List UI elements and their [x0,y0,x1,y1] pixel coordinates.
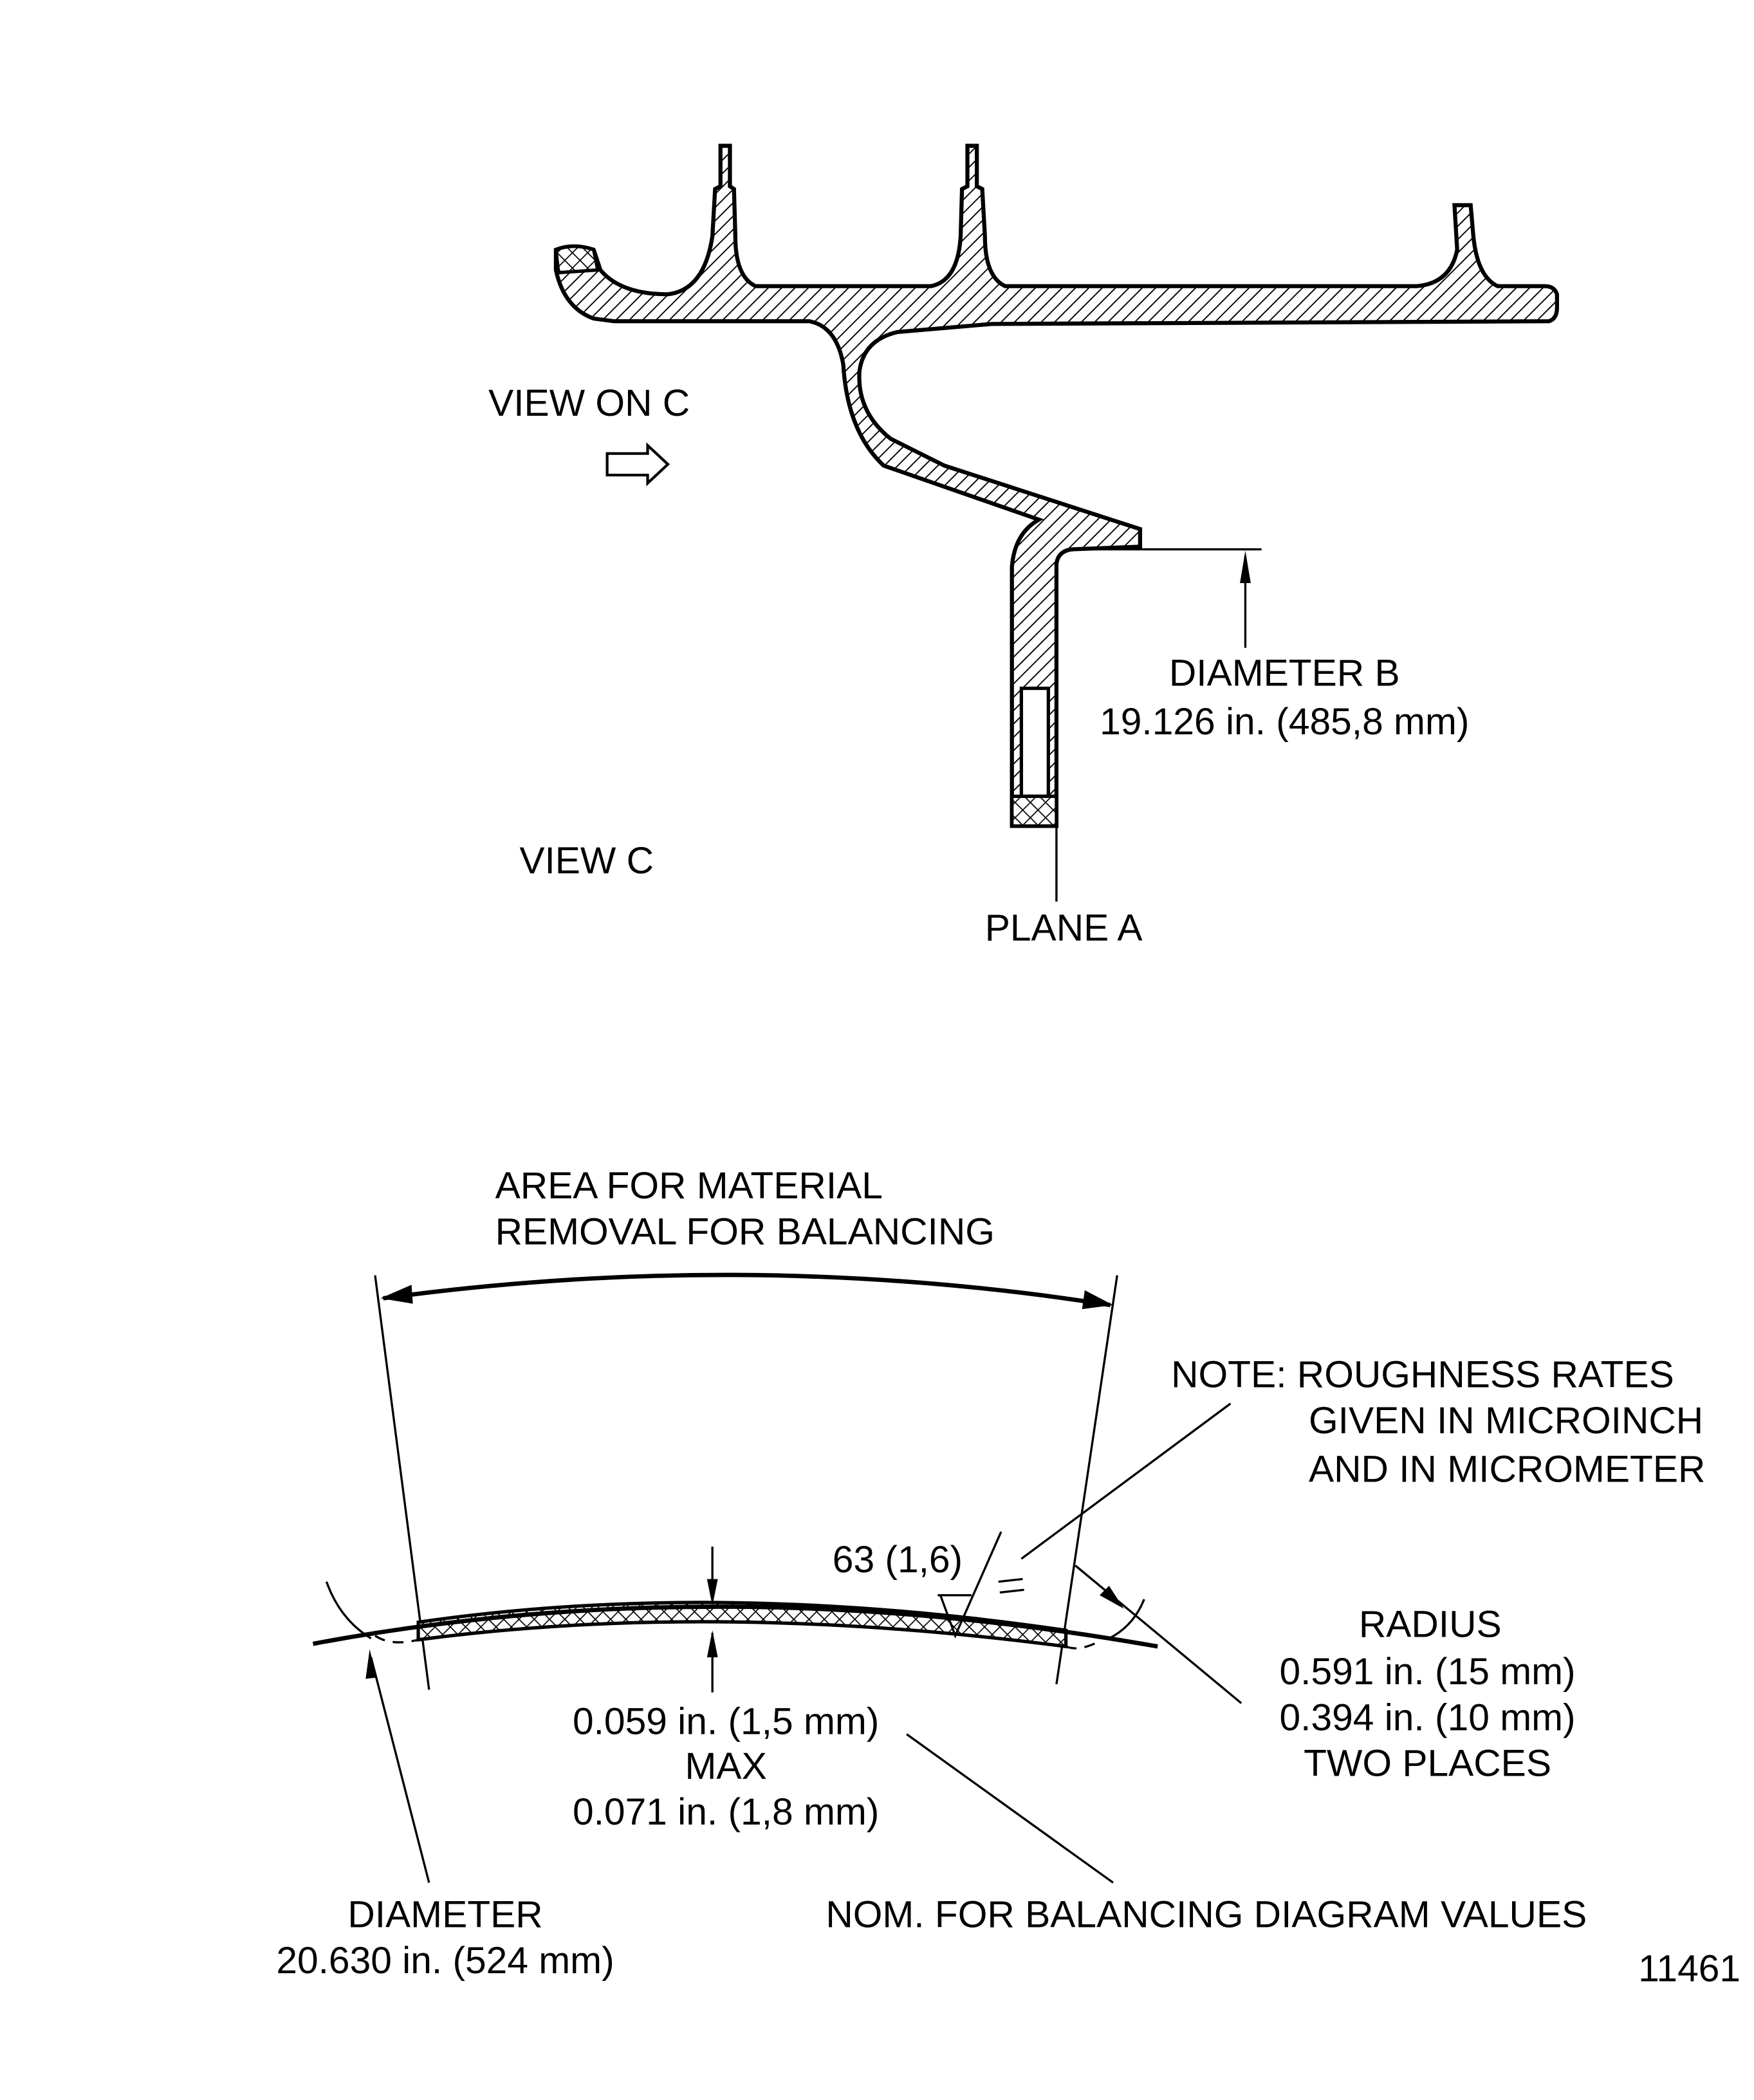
bottom-detail-view: AREA FOR MATERIAL REMOVAL FOR BALANCING … [276,1165,1705,1982]
nominal-dashed-contour [374,1635,1100,1649]
view-arrow-icon [605,442,670,487]
area-arc-dimension [383,1272,1111,1308]
radius-arc-right [1108,1599,1145,1640]
arrowhead-icon [706,1630,718,1658]
equals-sign-icon [998,1577,1024,1594]
right-radial-line [1055,1275,1118,1685]
arrowhead-icon [706,1579,718,1606]
diameter-value: 20.630 in. (524 mm) [276,1940,614,1982]
depth-max: MAX [685,1745,767,1787]
roughness-value: 63 (1,6) [833,1539,963,1581]
radius-value-1: 0.591 in. (15 mm) [1280,1651,1576,1693]
radius-label: RADIUS [1359,1604,1502,1646]
diameter-label: DIAMETER [347,1894,542,1936]
crosshatch-tip [554,245,600,275]
arrowhead-icon [1099,1585,1124,1609]
depth-value-1: 0.059 in. (1,5 mm) [573,1701,879,1743]
radius-leader-line [1075,1565,1242,1704]
diameter-b-label: DIAMETER B [1169,652,1400,694]
diameter-b-value: 19.126 in. (485,8 mm) [1100,701,1469,743]
nom-leader-line [906,1733,1114,1884]
radius-places: TWO PLACES [1304,1743,1551,1785]
depth-value-2: 0.071 in. (1,8 mm) [573,1791,879,1833]
arrowhead-icon [1082,1290,1113,1310]
crosshatch-base [1010,794,1058,828]
radius-value-2: 0.394 in. (10 mm) [1280,1696,1576,1738]
arrowhead-icon [1240,550,1251,583]
top-section-view: VIEW ON C VIEW C DIAMETER B 19.126 in. (… [488,144,1559,949]
note-line1: NOTE: ROUGHNESS RATES [1171,1354,1674,1396]
nom-note: NOM. FOR BALANCING DIAGRAM VALUES [826,1894,1587,1936]
rotor-cross-section [553,144,1559,828]
view-c-label: VIEW C [519,840,654,882]
roughness-symbol-icon [937,1531,1002,1639]
rim-outline [312,1604,1158,1649]
note-leader-line [1020,1402,1232,1560]
material-removal-band [416,1601,1068,1649]
area-title-line2: REMOVAL FOR BALANCING [495,1211,995,1252]
diameter-leader-line [370,1657,430,1883]
area-title-line1: AREA FOR MATERIAL [495,1165,883,1207]
arrowhead-icon [365,1649,377,1679]
plane-a-label: PLANE A [985,907,1143,949]
figure-number: 11461 [1638,1947,1740,1989]
arrowhead-icon [380,1285,413,1304]
view-on-c-label: VIEW ON C [488,382,690,424]
bolt-slot [1019,686,1050,798]
radius-arc-left [325,1581,372,1640]
note-line2: GIVEN IN MICROINCH [1309,1400,1703,1442]
note-line3: AND IN MICROMETER [1309,1449,1705,1491]
